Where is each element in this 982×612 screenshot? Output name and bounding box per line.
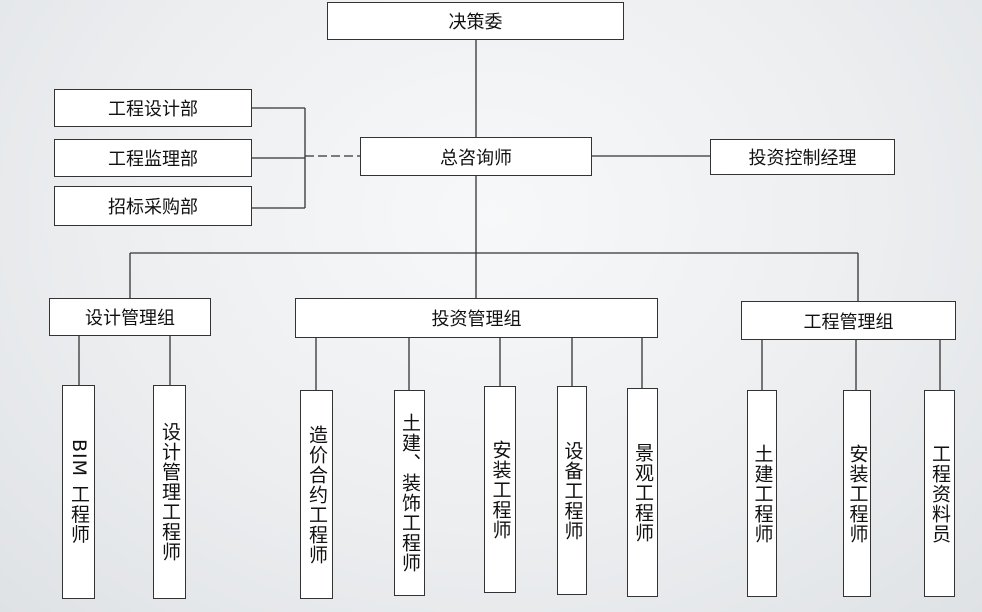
decision-committee-label: 决策委: [448, 12, 503, 33]
role-civil-engineer-label: 土建工程师: [751, 443, 774, 544]
role-document-clerk-box: 工程资料员: [924, 390, 955, 597]
investment-control-manager-label: 投资控制经理: [748, 148, 857, 169]
role-installation-engineer-invest-box: 安装工程师: [484, 386, 516, 593]
role-design-management-engineer-label: 设计管理工程师: [159, 422, 181, 562]
decision-committee-box: 决策委: [327, 2, 624, 40]
dept-bidding-procurement-box: 招标采购部: [54, 186, 252, 226]
dept-engineering-design-label: 工程设计部: [108, 99, 198, 120]
role-equipment-engineer-label: 设备工程师: [561, 440, 584, 541]
role-installation-engineer-eng-box: 安装工程师: [843, 390, 871, 597]
role-design-management-engineer-box: 设计管理工程师: [153, 385, 186, 599]
dept-engineering-supervision-label: 工程监理部: [108, 149, 198, 170]
role-landscape-engineer-box: 景观工程师: [627, 388, 658, 597]
role-installation-engineer-invest-label: 安装工程师: [489, 439, 512, 540]
role-cost-contract-engineer-label: 造价合约工程师: [306, 424, 328, 565]
engineering-group-label: 工程管理组: [803, 311, 894, 333]
role-bim-engineer-label: BIM 工程师: [68, 439, 90, 545]
chief-consultant-label: 总咨询师: [440, 147, 512, 169]
investment-control-manager-box: 投资控制经理: [710, 139, 895, 175]
dept-engineering-design-box: 工程设计部: [54, 89, 252, 127]
design-group-box: 设计管理组: [49, 298, 211, 336]
dept-bidding-procurement-label: 招标采购部: [108, 197, 198, 218]
engineering-group-box: 工程管理组: [741, 301, 956, 340]
investment-group-label: 投资管理组: [431, 309, 522, 330]
role-civil-engineer-box: 土建工程师: [747, 390, 777, 597]
dept-engineering-supervision-box: 工程监理部: [54, 139, 252, 177]
role-landscape-engineer-label: 景观工程师: [632, 442, 654, 543]
role-equipment-engineer-box: 设备工程师: [557, 386, 587, 595]
role-bim-engineer-box: BIM 工程师: [62, 385, 95, 599]
role-cost-contract-engineer-box: 造价合约工程师: [300, 390, 333, 599]
chief-consultant-box: 总咨询师: [360, 137, 592, 176]
role-civil-decoration-engineer-label: 土建、装饰工程师: [399, 413, 421, 573]
investment-group-box: 投资管理组: [295, 298, 658, 338]
role-document-clerk-label: 工程资料员: [929, 443, 951, 544]
role-installation-engineer-eng-label: 安装工程师: [846, 443, 869, 544]
design-group-label: 设计管理组: [85, 308, 175, 329]
role-civil-decoration-engineer-box: 土建、装饰工程师: [394, 390, 425, 596]
